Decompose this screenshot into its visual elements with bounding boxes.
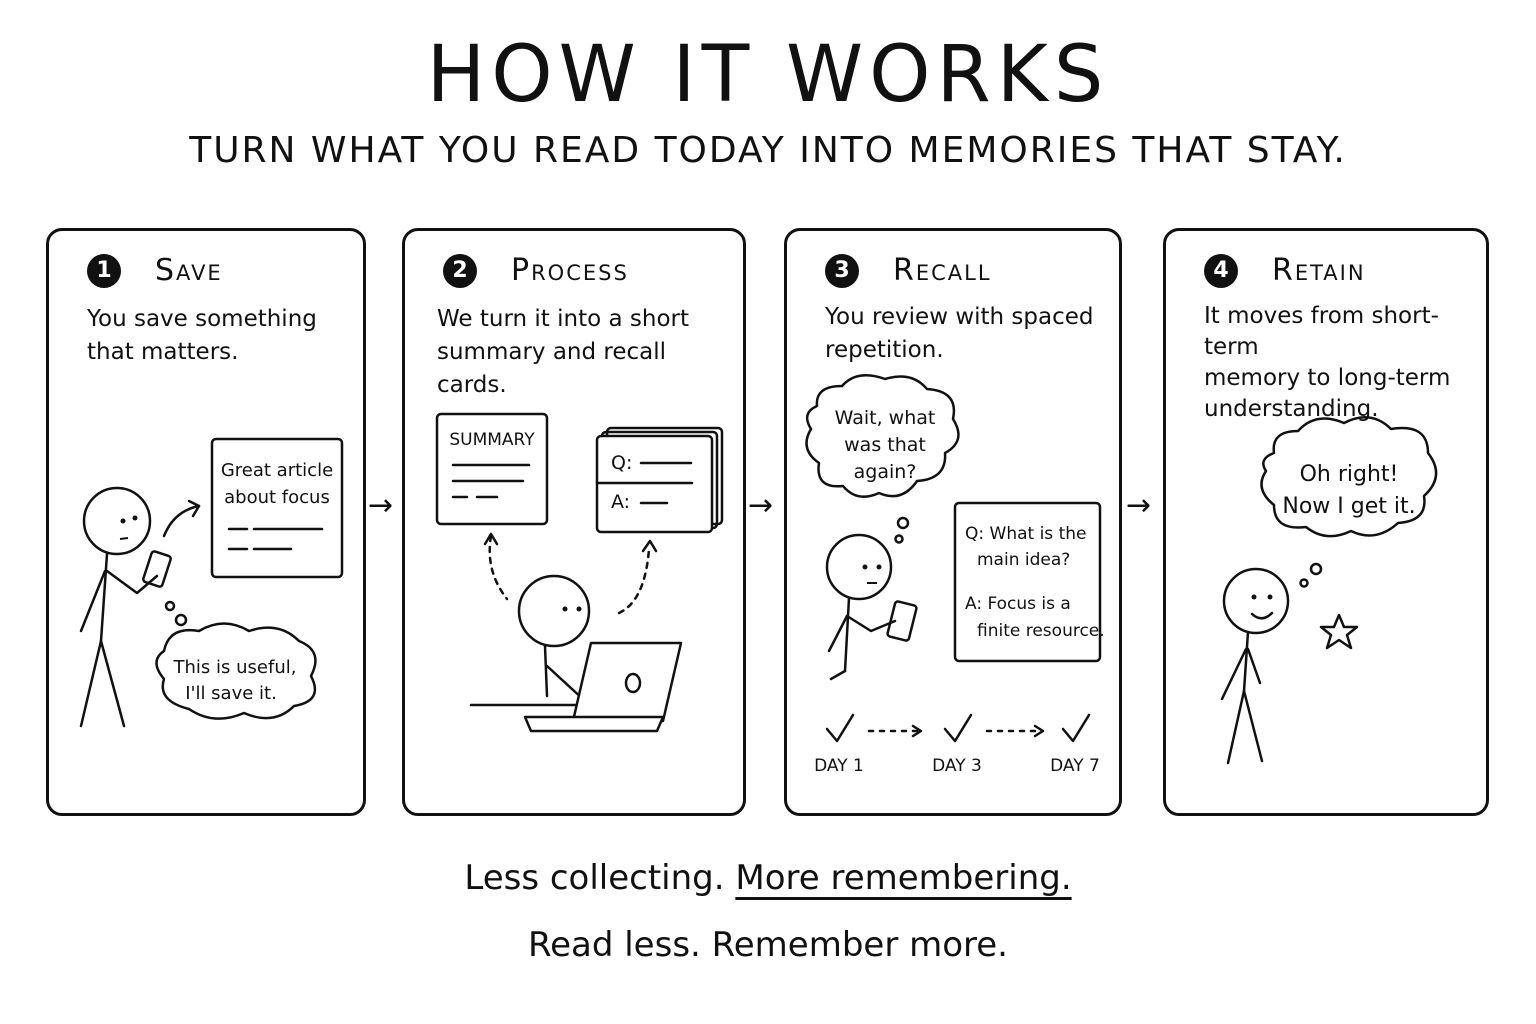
bubble-text: I'll save it. bbox=[185, 683, 277, 704]
bubble-text: was that bbox=[844, 434, 926, 456]
step-title: Recall bbox=[893, 253, 992, 288]
star-icon bbox=[1319, 613, 1359, 650]
step-number-badge: 1 bbox=[87, 253, 121, 288]
thought-bubble bbox=[805, 374, 960, 498]
stick-figure bbox=[79, 486, 159, 728]
note-line: about focus bbox=[224, 487, 330, 508]
bubble-text: Now I get it. bbox=[1282, 494, 1415, 519]
recall-illustration: Wait, what was that again? Q: What is th… bbox=[805, 374, 1105, 776]
step-header: 4 Retain bbox=[1204, 253, 1366, 288]
check-icon bbox=[1061, 713, 1091, 743]
card-text: Q: What is the bbox=[965, 524, 1086, 544]
tagline-primary: Less collecting. More remembering. bbox=[464, 858, 1072, 898]
stick-figure bbox=[517, 574, 591, 703]
recall-card bbox=[953, 501, 1102, 663]
stick-figure bbox=[1220, 567, 1290, 765]
check-icon bbox=[943, 713, 973, 743]
step-number-badge: 3 bbox=[825, 253, 859, 288]
step-title: Save bbox=[155, 253, 223, 288]
phone-icon bbox=[886, 600, 918, 642]
laptop-icon bbox=[523, 641, 683, 733]
card-q-label: Q: bbox=[611, 452, 632, 474]
stick-figure bbox=[825, 533, 897, 681]
face bbox=[562, 606, 582, 612]
day-label: DAY 3 bbox=[932, 756, 982, 776]
summary-label: SUMMARY bbox=[449, 430, 535, 450]
step-description: We turn it into a short summary and reca… bbox=[437, 306, 689, 398]
note-line: Great article bbox=[221, 460, 333, 481]
step-panel-process: 2 Process We turn it into a short summar… bbox=[402, 228, 746, 816]
arrow-icon: → bbox=[748, 488, 774, 523]
step-panel-save: 1 Save You save something that matters. bbox=[46, 228, 366, 816]
bubble-text: This is useful, bbox=[173, 657, 297, 678]
thought-bubble bbox=[155, 622, 317, 720]
check-icon bbox=[825, 713, 855, 743]
step-description: You review with spaced repetition. bbox=[825, 304, 1094, 363]
step-description: It moves from short-term memory to long-… bbox=[1204, 303, 1451, 422]
step-panel-retain: 4 Retain It moves from short-term memory… bbox=[1163, 228, 1489, 816]
face bbox=[1251, 594, 1273, 600]
step-number-badge: 4 bbox=[1204, 253, 1238, 288]
face bbox=[120, 515, 138, 524]
process-illustration: SUMMARY Q: A: bbox=[435, 412, 724, 733]
retain-illustration: Oh right! Now I get it. bbox=[1220, 416, 1438, 765]
step-title: Retain bbox=[1272, 253, 1366, 288]
page-subtitle: TURN WHAT YOU READ TODAY INTO MEMORIES T… bbox=[189, 130, 1347, 171]
step-panel-recall: 3 Recall You review with spaced repetiti… bbox=[784, 228, 1122, 816]
step-number-badge: 2 bbox=[443, 253, 477, 288]
step-description: You save something that matters. bbox=[87, 306, 317, 365]
step-title: Process bbox=[511, 253, 629, 288]
dashed-arrow bbox=[617, 547, 651, 615]
step-header: 1 Save bbox=[87, 253, 223, 288]
page-title: HOW IT WORKS bbox=[426, 30, 1110, 120]
article-note bbox=[210, 437, 344, 579]
arrow-icon bbox=[162, 504, 201, 538]
day-label: DAY 1 bbox=[814, 756, 864, 776]
day-label: DAY 7 bbox=[1050, 756, 1100, 776]
card-text: A: Focus is a bbox=[965, 594, 1071, 614]
step-header: 2 Process bbox=[443, 253, 629, 288]
bubble-text: Wait, what bbox=[835, 407, 936, 429]
phone-icon bbox=[142, 550, 172, 588]
arrow-icon: → bbox=[368, 488, 394, 523]
thought-bubble bbox=[1260, 416, 1438, 538]
summary-doc bbox=[435, 412, 549, 526]
card-a-label: A: bbox=[611, 491, 630, 513]
card-text: main idea? bbox=[977, 550, 1070, 570]
card-text: finite resource. bbox=[977, 621, 1105, 641]
bubble-text: Oh right! bbox=[1300, 462, 1399, 487]
dashed-arrow bbox=[488, 534, 509, 601]
tagline-emphasis: More remembering. bbox=[735, 858, 1072, 898]
bubble-text: again? bbox=[854, 461, 917, 483]
save-illustration: Great article about focus This is useful… bbox=[79, 437, 344, 728]
face bbox=[862, 564, 882, 570]
arrow-icon: → bbox=[1126, 488, 1152, 523]
tagline-secondary: Read less. Remember more. bbox=[528, 925, 1008, 965]
step-header: 3 Recall bbox=[825, 253, 992, 288]
